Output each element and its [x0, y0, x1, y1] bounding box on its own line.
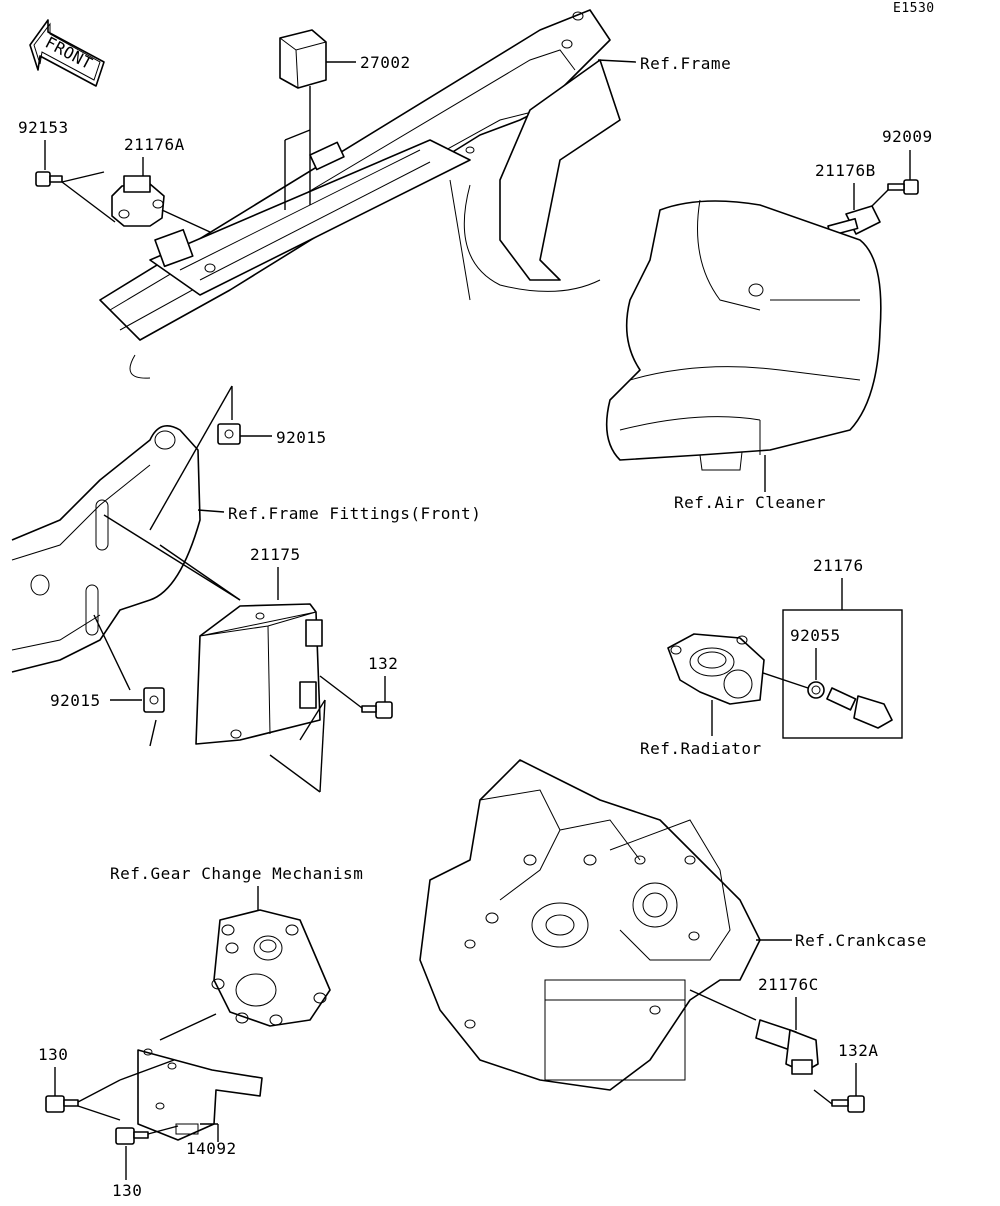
o-ring-92055: [807, 681, 825, 699]
air-cleaner-reference: [605, 199, 882, 471]
bolt-130-left: [45, 1095, 79, 1113]
label-92015-top: 92015: [276, 428, 327, 447]
label-27002: 27002: [360, 53, 411, 72]
label-21176C: 21176C: [758, 975, 819, 994]
radiator-fitting-reference: [667, 633, 765, 705]
label-130-left: 130: [38, 1045, 68, 1064]
diagram-code: E1530: [893, 1, 935, 16]
label-ref-air-cleaner: Ref.Air Cleaner: [674, 493, 826, 512]
label-ref-crankcase: Ref.Crankcase: [795, 931, 927, 950]
gear-change-reference: [211, 909, 331, 1027]
sensor-21176: [826, 687, 893, 729]
label-92055: 92055: [790, 626, 841, 645]
bolt-130-bottom: [115, 1127, 149, 1145]
label-21176B: 21176B: [815, 161, 876, 180]
sensor-21176A: [111, 175, 165, 227]
label-ref-frame-fittings: Ref.Frame Fittings(Front): [228, 504, 481, 523]
bolt-132: [361, 701, 393, 719]
sensor-21176C: [755, 1019, 819, 1075]
label-132A: 132A: [838, 1041, 879, 1060]
label-ref-radiator: Ref.Radiator: [640, 739, 762, 758]
label-92153: 92153: [18, 118, 69, 137]
clip-92015-top: [217, 423, 241, 445]
plate-14092: [137, 1048, 263, 1141]
label-21176: 21176: [813, 556, 864, 575]
label-ref-frame: Ref.Frame: [640, 54, 731, 73]
label-14092: 14092: [186, 1139, 237, 1158]
label-21175: 21175: [250, 545, 301, 564]
label-92015-bottom: 92015: [50, 691, 101, 710]
frame-reference: [99, 9, 621, 379]
group-box-21176: [782, 609, 903, 739]
label-92009: 92009: [882, 127, 933, 146]
crankcase-reference: [419, 759, 761, 1091]
bolt-icon: [35, 171, 63, 187]
label-132: 132: [368, 654, 398, 673]
ecu-21175: [195, 603, 323, 745]
label-21176A: 21176A: [124, 135, 185, 154]
frame-fittings-reference: [11, 424, 201, 673]
bolt-132A: [831, 1095, 865, 1113]
front-arrow-icon: FRONT: [29, 19, 105, 87]
label-130-bottom: 130: [112, 1181, 142, 1200]
bolt-92009: [887, 179, 919, 195]
label-ref-gear-change: Ref.Gear Change Mechanism: [110, 864, 363, 883]
connector-27002: [279, 29, 327, 89]
clip-92015-bottom: [143, 687, 165, 713]
